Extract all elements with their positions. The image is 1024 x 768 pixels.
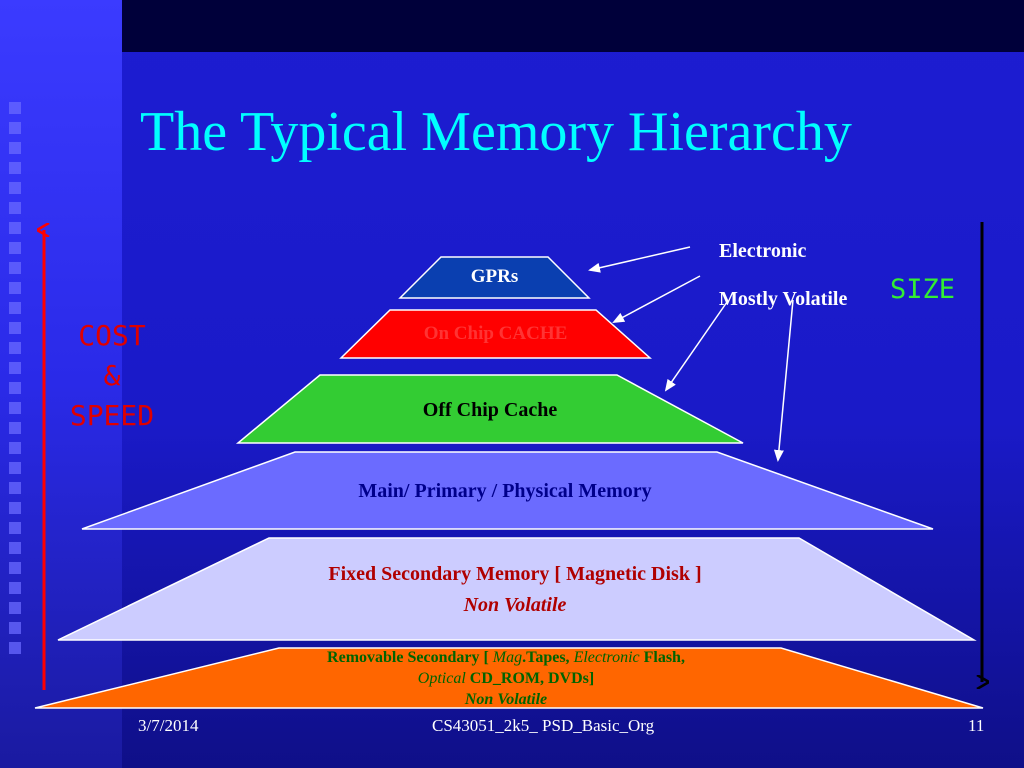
strip-square	[9, 122, 21, 134]
pointer-volatile-to-on-chip	[612, 275, 701, 323]
layer-on-chip-cache-shape	[339, 309, 652, 359]
strip-square	[9, 262, 21, 274]
strip-square	[9, 302, 21, 314]
removable-text-part: Mag	[492, 649, 523, 666]
layer-main-memory-label: Main/ Primary / Physical Memory	[358, 480, 652, 502]
removable-text-part: CD_ROM, DVDs]	[465, 670, 595, 687]
cost-label-line: COST	[78, 319, 146, 352]
cost-speed-axis-label: COST & SPEED	[62, 316, 162, 436]
size-axis-label: SIZE	[890, 274, 956, 305]
strip-square	[9, 202, 21, 214]
removable-text-part: Electronic	[573, 649, 640, 666]
strip-square	[9, 522, 21, 534]
strip-square	[9, 462, 21, 474]
footer-date: 3/7/2014	[138, 716, 199, 735]
strip-square	[9, 242, 21, 254]
layer-on-chip-cache-label: On Chip CACHE	[423, 323, 568, 344]
removable-text-part: Optical	[417, 670, 466, 687]
strip-square	[9, 162, 21, 174]
pointer-volatile-to-main	[773, 299, 794, 462]
layer-main-memory-shape	[81, 451, 934, 530]
top-band	[122, 0, 1024, 52]
strip-square	[9, 582, 21, 594]
layer-removable-secondary-shape	[34, 647, 984, 709]
annotation-mostly-volatile: Mostly Volatile	[719, 288, 848, 310]
removable-text-part: Removable Secondary [	[327, 649, 493, 666]
layer-fixed-secondary-label: Fixed Secondary Memory [ Magnetic Disk ]	[328, 563, 702, 585]
strip-square	[9, 362, 21, 374]
layer-off-chip-cache-shape	[235, 374, 744, 444]
removable-text-part: .Tapes,	[522, 649, 574, 666]
strip-square	[9, 322, 21, 334]
strip-square	[9, 422, 21, 434]
pointer-electronic-to-gprs	[588, 246, 691, 273]
strip-square	[9, 342, 21, 354]
strip-square	[9, 182, 21, 194]
strip-square	[9, 542, 21, 554]
layer-gprs-shape	[398, 256, 591, 299]
strip-square	[9, 142, 21, 154]
strip-square	[9, 442, 21, 454]
annotation-electronic: Electronic	[719, 240, 807, 262]
strip-square	[9, 502, 21, 514]
strip-square	[9, 622, 21, 634]
pointer-volatile-to-off-chip	[664, 301, 728, 392]
strip-square	[9, 282, 21, 294]
strip-square	[9, 102, 21, 114]
slide-title: The Typical Memory Hierarchy	[140, 101, 852, 163]
strip-square	[9, 562, 21, 574]
cost-label-line: SPEED	[69, 399, 155, 432]
layer-removable-secondary-label: Removable Secondary [ Mag.Tapes, Electro…	[200, 647, 812, 710]
strip-square	[9, 402, 21, 414]
layer-off-chip-cache-label: Off Chip Cache	[422, 399, 558, 421]
strip-square	[9, 642, 21, 654]
footer-course: CS43051_2k5_ PSD_Basic_Org	[432, 716, 655, 735]
layer-gprs-label: GPRs	[470, 266, 519, 287]
removable-text-part: Non Volatile	[464, 691, 548, 708]
strip-square	[9, 382, 21, 394]
strip-square	[9, 482, 21, 494]
removable-text-part: Flash,	[639, 649, 685, 666]
cost-label-line: &	[103, 359, 121, 392]
layer-fixed-secondary-shape	[57, 537, 977, 641]
strip-square	[9, 602, 21, 614]
footer-page-number: 11	[968, 716, 985, 735]
strip-square	[9, 222, 21, 234]
layer-fixed-secondary-volatility: Non Volatile	[463, 594, 567, 616]
